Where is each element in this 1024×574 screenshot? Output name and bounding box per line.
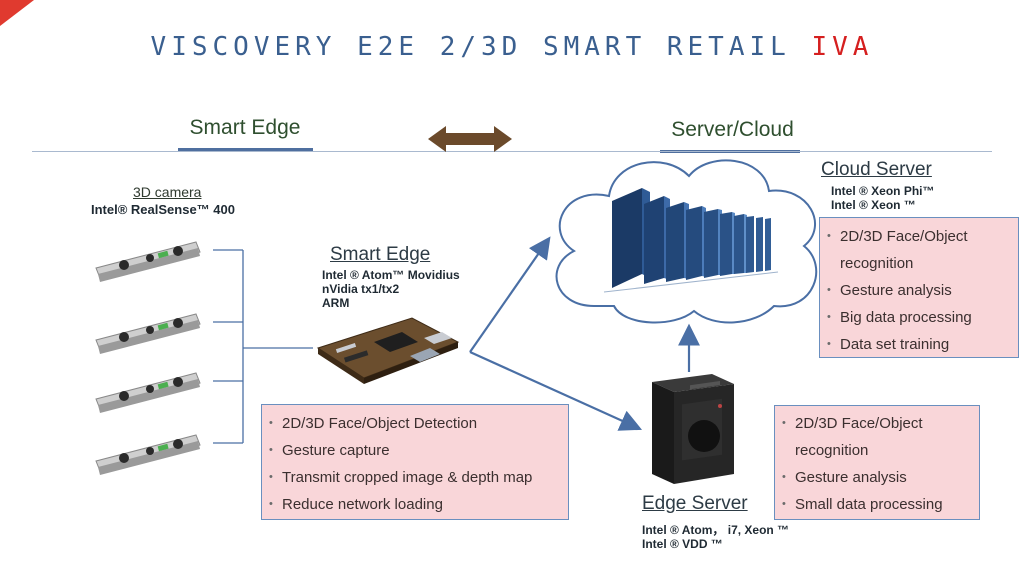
smart-edge-heading: Smart Edge (330, 244, 431, 265)
camera-device-4 (95, 434, 201, 475)
cloud-server-specs: Intel ® Xeon Phi™ Intel ® Xeon ™ (831, 184, 935, 212)
feature-item: Gesture analysis (775, 464, 979, 491)
server-rack (603, 188, 779, 293)
feature-item: 2D/3D Face/Object (775, 410, 979, 437)
title-main: VISCOVERY E2E 2/3D SMART RETAIL (150, 32, 791, 62)
section-underline-left (178, 148, 313, 151)
double-arrow-icon (428, 126, 512, 152)
camera-image (95, 241, 201, 475)
edge-server-image (652, 374, 734, 484)
corner-accent (0, 0, 34, 26)
edge-server-specs: Intel ® Atom， i7, Xeon ™ Intel ® VDD ™ (642, 523, 789, 551)
camera-device-3 (95, 372, 201, 413)
cloud-server-spec: Intel ® Xeon ™ (831, 198, 916, 212)
feature-item: Gesture analysis (820, 277, 1018, 304)
feature-item: Small data processing (775, 491, 979, 518)
edge-server-features-box: 2D/3D Face/Object recognition Gesture an… (774, 405, 980, 520)
board-image (316, 317, 460, 384)
camera-device-2 (95, 313, 201, 354)
feature-item: Data set training (820, 331, 1018, 358)
smart-edge-features-box: 2D/3D Face/Object Detection Gesture capt… (261, 404, 569, 520)
edge-server-spec: Intel ® Atom， i7, Xeon ™ (642, 523, 790, 537)
section-server-cloud: Server/Cloud (671, 118, 794, 141)
divider-line (32, 151, 992, 152)
cloud-image (555, 159, 818, 324)
smart-edge-spec: ARM (322, 296, 350, 310)
camera-device-1 (95, 241, 201, 282)
title-highlight: IVA (811, 32, 874, 62)
cloud-server-heading: Cloud Server (821, 159, 932, 180)
feature-item: Reduce network loading (262, 491, 568, 518)
camera-label: 3D camera (133, 184, 202, 200)
smart-edge-specs: Intel ® Atom™ Movidius nVidia tx1/tx2 AR… (322, 268, 460, 310)
feature-item: Gesture capture (262, 437, 568, 464)
feature-item: 2D/3D Face/Object Detection (262, 410, 568, 437)
feature-item: Big data processing (820, 304, 1018, 331)
edge-server-spec: Intel ® VDD ™ (642, 537, 723, 551)
slide-title: VISCOVERY E2E 2/3D SMART RETAIL IVA (0, 32, 1024, 62)
section-smart-edge: Smart Edge (189, 116, 301, 139)
feature-item: Transmit cropped image & depth map (262, 464, 568, 491)
cloud-server-features-box: 2D/3D Face/Object recognition Gesture an… (819, 217, 1019, 358)
feature-item: 2D/3D Face/Object (820, 223, 1018, 250)
feature-item-continued: recognition (840, 255, 914, 272)
edge-server-heading: Edge Server (642, 493, 748, 514)
camera-model: Intel® RealSense™ 400 (91, 202, 235, 217)
cloud-server-spec: Intel ® Xeon Phi™ (831, 184, 935, 198)
feature-item-continued: recognition (795, 442, 869, 459)
smart-edge-spec: Intel ® Atom™ Movidius (322, 268, 460, 282)
smart-edge-spec: nVidia tx1/tx2 (322, 282, 400, 296)
